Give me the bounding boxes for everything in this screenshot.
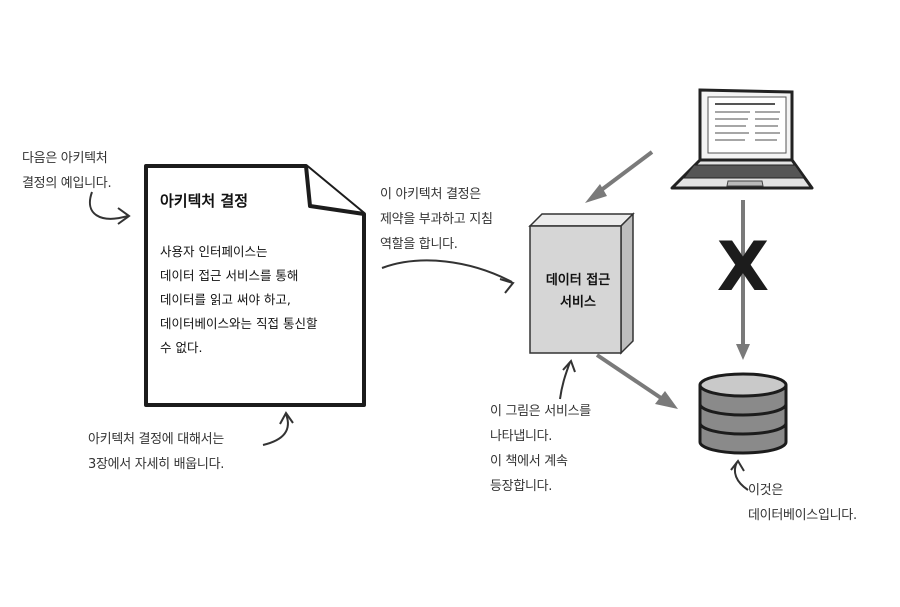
annotation-chapter: 아키텍처 결정에 대해서는 3장에서 자세히 배웁니다. <box>88 432 225 472</box>
laptop-icon <box>670 88 814 190</box>
annotation-example: 다음은 아키텍처 결정의 예입니다. <box>22 151 112 191</box>
pointer-arrow-database <box>730 459 749 491</box>
database-icon <box>698 372 788 455</box>
pointer-arrow-chapter <box>262 411 294 446</box>
pointer-arrow-service <box>559 359 576 400</box>
service-to-database-arrow <box>595 353 678 409</box>
blocked-x-mark: X <box>717 228 769 307</box>
laptop-to-database-arrow <box>736 200 750 360</box>
service-box-shape <box>528 212 635 355</box>
service-box-label: 데이터 접근 서비스 <box>545 273 611 310</box>
laptop-to-service-arrow <box>585 150 654 203</box>
document-title: 아키텍처 결정 <box>160 192 249 210</box>
annotation-constraint: 이 아키텍처 결정은 제약을 부과하고 지침 역할을 합니다. <box>380 187 493 252</box>
document-icon <box>144 164 366 407</box>
document-body: 사용자 인터페이스는 데이터 접근 서비스를 통해 데이터를 읽고 써야 하고,… <box>160 244 318 355</box>
pointer-arrow-constraint <box>381 259 515 294</box>
pointer-arrow-example <box>89 191 131 225</box>
annotation-database: 이것은 데이터베이스입니다. <box>748 483 857 523</box>
annotation-service: 이 그림은 서비스를 나타냅니다. 이 책에서 계속 등장합니다. <box>490 404 591 494</box>
